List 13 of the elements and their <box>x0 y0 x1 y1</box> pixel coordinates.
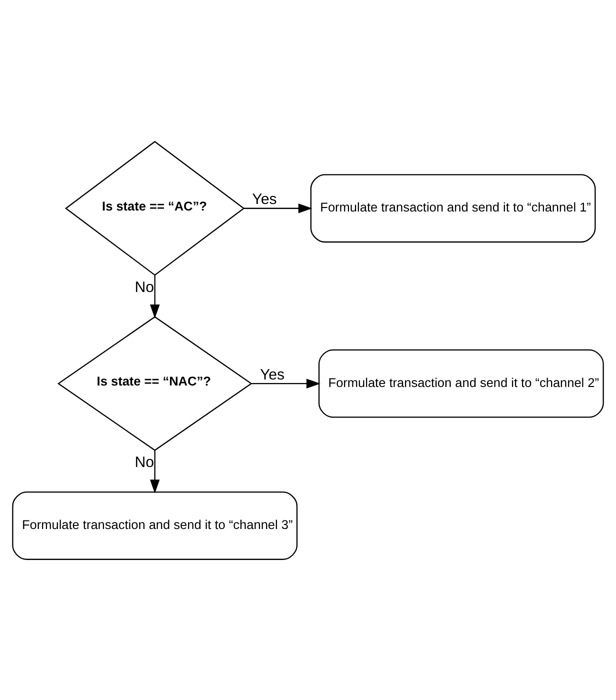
arrow <box>244 202 312 213</box>
edge-label: Yes <box>252 190 277 208</box>
node-diamond: Is state == “NAC”? <box>57 316 252 450</box>
node-box: Formulate transaction and send it to “channel 2” <box>318 348 604 418</box>
edge-label: Yes <box>260 366 285 383</box>
node-box: Formulate transaction and send it to “channel 3” <box>12 490 298 560</box>
node-diamond: Is state == “AC”? <box>64 140 245 276</box>
node-box: Formulate transaction and send it to “channel 1” <box>310 174 596 242</box>
arrow <box>251 378 320 388</box>
arrow <box>150 450 160 493</box>
edge-label: No <box>134 278 154 296</box>
edge-label: No <box>134 454 154 471</box>
arrow <box>150 274 160 318</box>
